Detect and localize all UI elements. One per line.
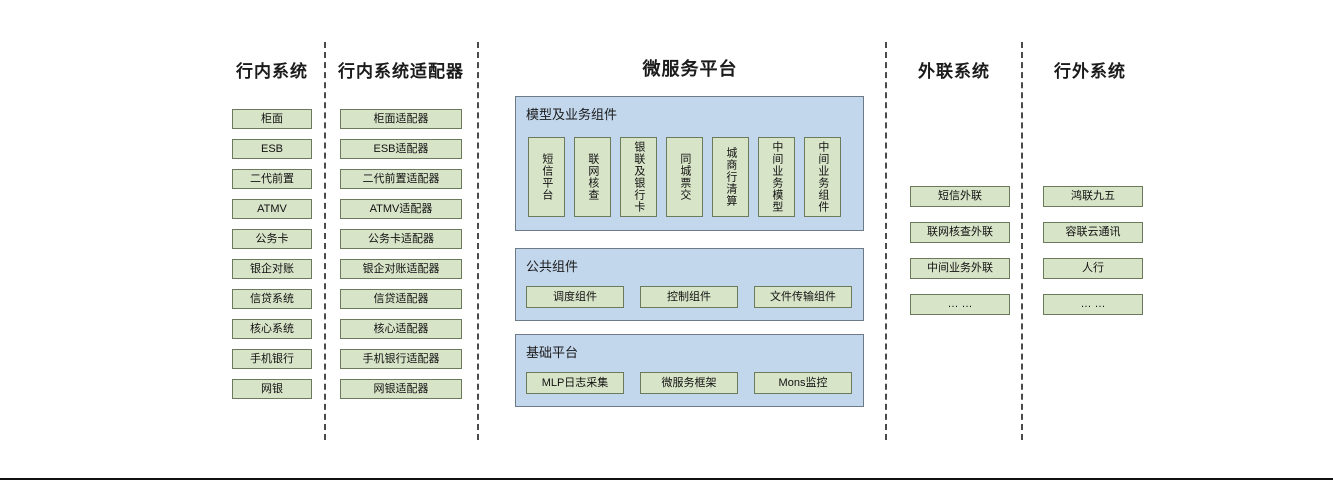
divider-3 [885,42,887,440]
list-item[interactable]: 中间业务模型 [758,137,795,217]
column-title-outside-bank-systems: 行外系统 [1054,62,1126,81]
list-item[interactable]: 信贷系统 [232,289,312,309]
list-item[interactable]: ESB适配器 [340,139,462,159]
list-item[interactable]: 短信外联 [910,186,1010,207]
list-item[interactable]: 公务卡 [232,229,312,249]
divider-4 [1021,42,1023,440]
panel-title: 基础平台 [526,345,579,360]
list-item[interactable]: 联网核查外联 [910,222,1010,243]
list-item[interactable]: 中间业务外联 [910,258,1010,279]
list-item[interactable]: ATMV [232,199,312,219]
list-item[interactable]: 手机银行 [232,349,312,369]
column-title-external-link-systems: 外联系统 [918,62,990,81]
list-item[interactable]: ATMV适配器 [340,199,462,219]
column-title-intra-bank-adapters: 行内系统适配器 [338,62,464,81]
list-item[interactable]: 信贷适配器 [340,289,462,309]
list-item[interactable]: MLP日志采集 [526,372,624,394]
list-item[interactable]: 网银适配器 [340,379,462,399]
panel-title: 公共组件 [526,259,579,274]
list-item[interactable]: 中间业务组件 [804,137,841,217]
list-item[interactable]: 二代前置 [232,169,312,189]
list-item[interactable]: 文件传输组件 [754,286,852,308]
column-title-intra-bank-systems: 行内系统 [236,62,308,81]
list-item[interactable]: 网银 [232,379,312,399]
list-item[interactable]: 手机银行适配器 [340,349,462,369]
list-item[interactable]: 鸿联九五 [1043,186,1143,207]
column-title-microservice-platform: 微服务平台 [642,59,738,79]
divider-1 [324,42,326,440]
list-item[interactable]: 公务卡适配器 [340,229,462,249]
list-item[interactable]: 调度组件 [526,286,624,308]
panel-title: 模型及业务组件 [526,107,618,122]
list-item[interactable]: 核心适配器 [340,319,462,339]
list-item[interactable]: 银企对账 [232,259,312,279]
list-item[interactable]: 短信平台 [528,137,565,217]
list-item[interactable]: 联网核查 [574,137,611,217]
panel-base-platform: 基础平台 [515,334,864,407]
list-item[interactable]: 二代前置适配器 [340,169,462,189]
list-item[interactable]: ESB [232,139,312,159]
bottom-divider [0,478,1333,480]
list-item[interactable]: 容联云通讯 [1043,222,1143,243]
list-item[interactable]: 银企对账适配器 [340,259,462,279]
list-item[interactable]: … … [910,294,1010,315]
list-item[interactable]: 控制组件 [640,286,738,308]
panel-public-components: 公共组件 [515,248,864,321]
list-item[interactable]: 微服务框架 [640,372,738,394]
list-item[interactable]: 银联及银行卡 [620,137,657,217]
divider-2 [477,42,479,440]
list-item[interactable]: Mons监控 [754,372,852,394]
list-item[interactable]: 同城票交 [666,137,703,217]
list-item[interactable]: … … [1043,294,1143,315]
list-item[interactable]: 人行 [1043,258,1143,279]
list-item[interactable]: 柜面适配器 [340,109,462,129]
list-item[interactable]: 城商行清算 [712,137,749,217]
list-item[interactable]: 柜面 [232,109,312,129]
list-item[interactable]: 核心系统 [232,319,312,339]
